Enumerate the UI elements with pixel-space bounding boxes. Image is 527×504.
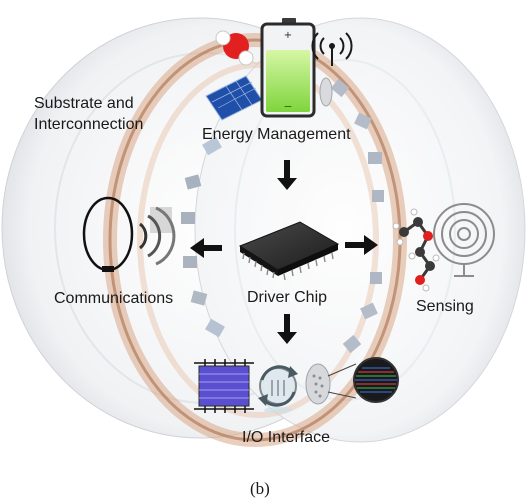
water-molecule-icon — [215, 30, 254, 66]
substrate-label-line1: Substrate and — [34, 95, 134, 112]
io-interface-label: I/O Interface — [242, 429, 331, 446]
svg-text:+: + — [284, 30, 292, 41]
rotation-icon — [258, 365, 298, 413]
spiral-sensor-icon — [433, 203, 495, 277]
communications-label: Communications — [54, 290, 174, 307]
pixel-display-icon — [305, 357, 399, 405]
wireless-antenna-icon — [311, 32, 353, 107]
substrate-label-line2: Interconnection — [34, 116, 144, 133]
arrow-chip-to-sensing — [345, 235, 378, 255]
molecule-icon — [392, 208, 440, 292]
signal-waves-icon — [139, 206, 176, 266]
figure-caption: (b) — [250, 479, 270, 498]
sensing-label: Sensing — [416, 298, 474, 315]
arrow-energy-to-chip — [277, 160, 297, 190]
arrow-chip-to-io — [277, 314, 297, 344]
loop-antenna-icon — [82, 196, 134, 272]
battery-icon: + − — [260, 18, 316, 118]
energy-management-label: Energy Management — [202, 126, 351, 143]
svg-text:−: − — [283, 100, 292, 113]
solar-panel-icon — [205, 75, 263, 121]
arrow-chip-to-communications — [190, 238, 222, 258]
display-array-icon — [194, 359, 254, 413]
driver-chip-icon — [238, 221, 340, 281]
driver-chip-label: Driver Chip — [247, 289, 328, 306]
